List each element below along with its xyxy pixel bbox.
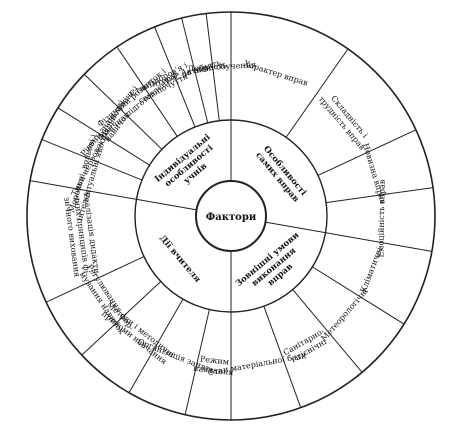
segment-divider-16: [83, 73, 163, 150]
segment-divider-6: [292, 289, 363, 373]
group-divider-3: [30, 180, 197, 211]
segment-divider-11: [81, 281, 162, 356]
segment-divider-7: [263, 306, 302, 408]
center-label: Фактори: [206, 212, 257, 223]
outer-factor-line: Емоційність вправ: [376, 179, 386, 257]
segment-divider-19: [181, 17, 209, 123]
segment-divider-1: [285, 48, 349, 138]
spokes: [30, 12, 434, 420]
group-divider-1: [265, 221, 432, 252]
segment-divider-15: [57, 107, 150, 166]
segment-divider-2: [317, 129, 417, 176]
segment-divider-9: [184, 309, 210, 415]
group-label-teacher-line: Дії вчителя: [157, 233, 203, 285]
outer-factor: Метеорологічні: [319, 286, 370, 343]
segment-divider-5: [312, 266, 405, 325]
outer-factor: Режимнавчання: [193, 354, 235, 377]
group-label-teacher: Дії вчителя: [157, 233, 203, 285]
group-label-exercise: Особливостісамих вправ: [253, 143, 309, 204]
segment-divider-14: [41, 139, 143, 181]
outer-factor-line: Добре обучення: [187, 60, 256, 73]
segment-divider-20: [205, 13, 220, 121]
group-label-individual: Індивідуальніособливостіучнів: [153, 132, 226, 200]
outer-factor: Емоційність вправ: [376, 179, 386, 257]
segment-divider-17: [116, 46, 178, 137]
group-label-environment: Зовнішні умовивиконаннявправ: [234, 230, 315, 304]
segment-divider-3: [325, 187, 434, 204]
outer-factor: Добре обучення: [187, 60, 256, 73]
outer-factor-line: Метеорологічні: [319, 286, 370, 343]
segment-divider-10: [128, 298, 184, 393]
outer-factor-line: Режим: [200, 354, 230, 366]
segment-divider-18: [154, 26, 196, 128]
segment-divider-12: [45, 256, 145, 303]
